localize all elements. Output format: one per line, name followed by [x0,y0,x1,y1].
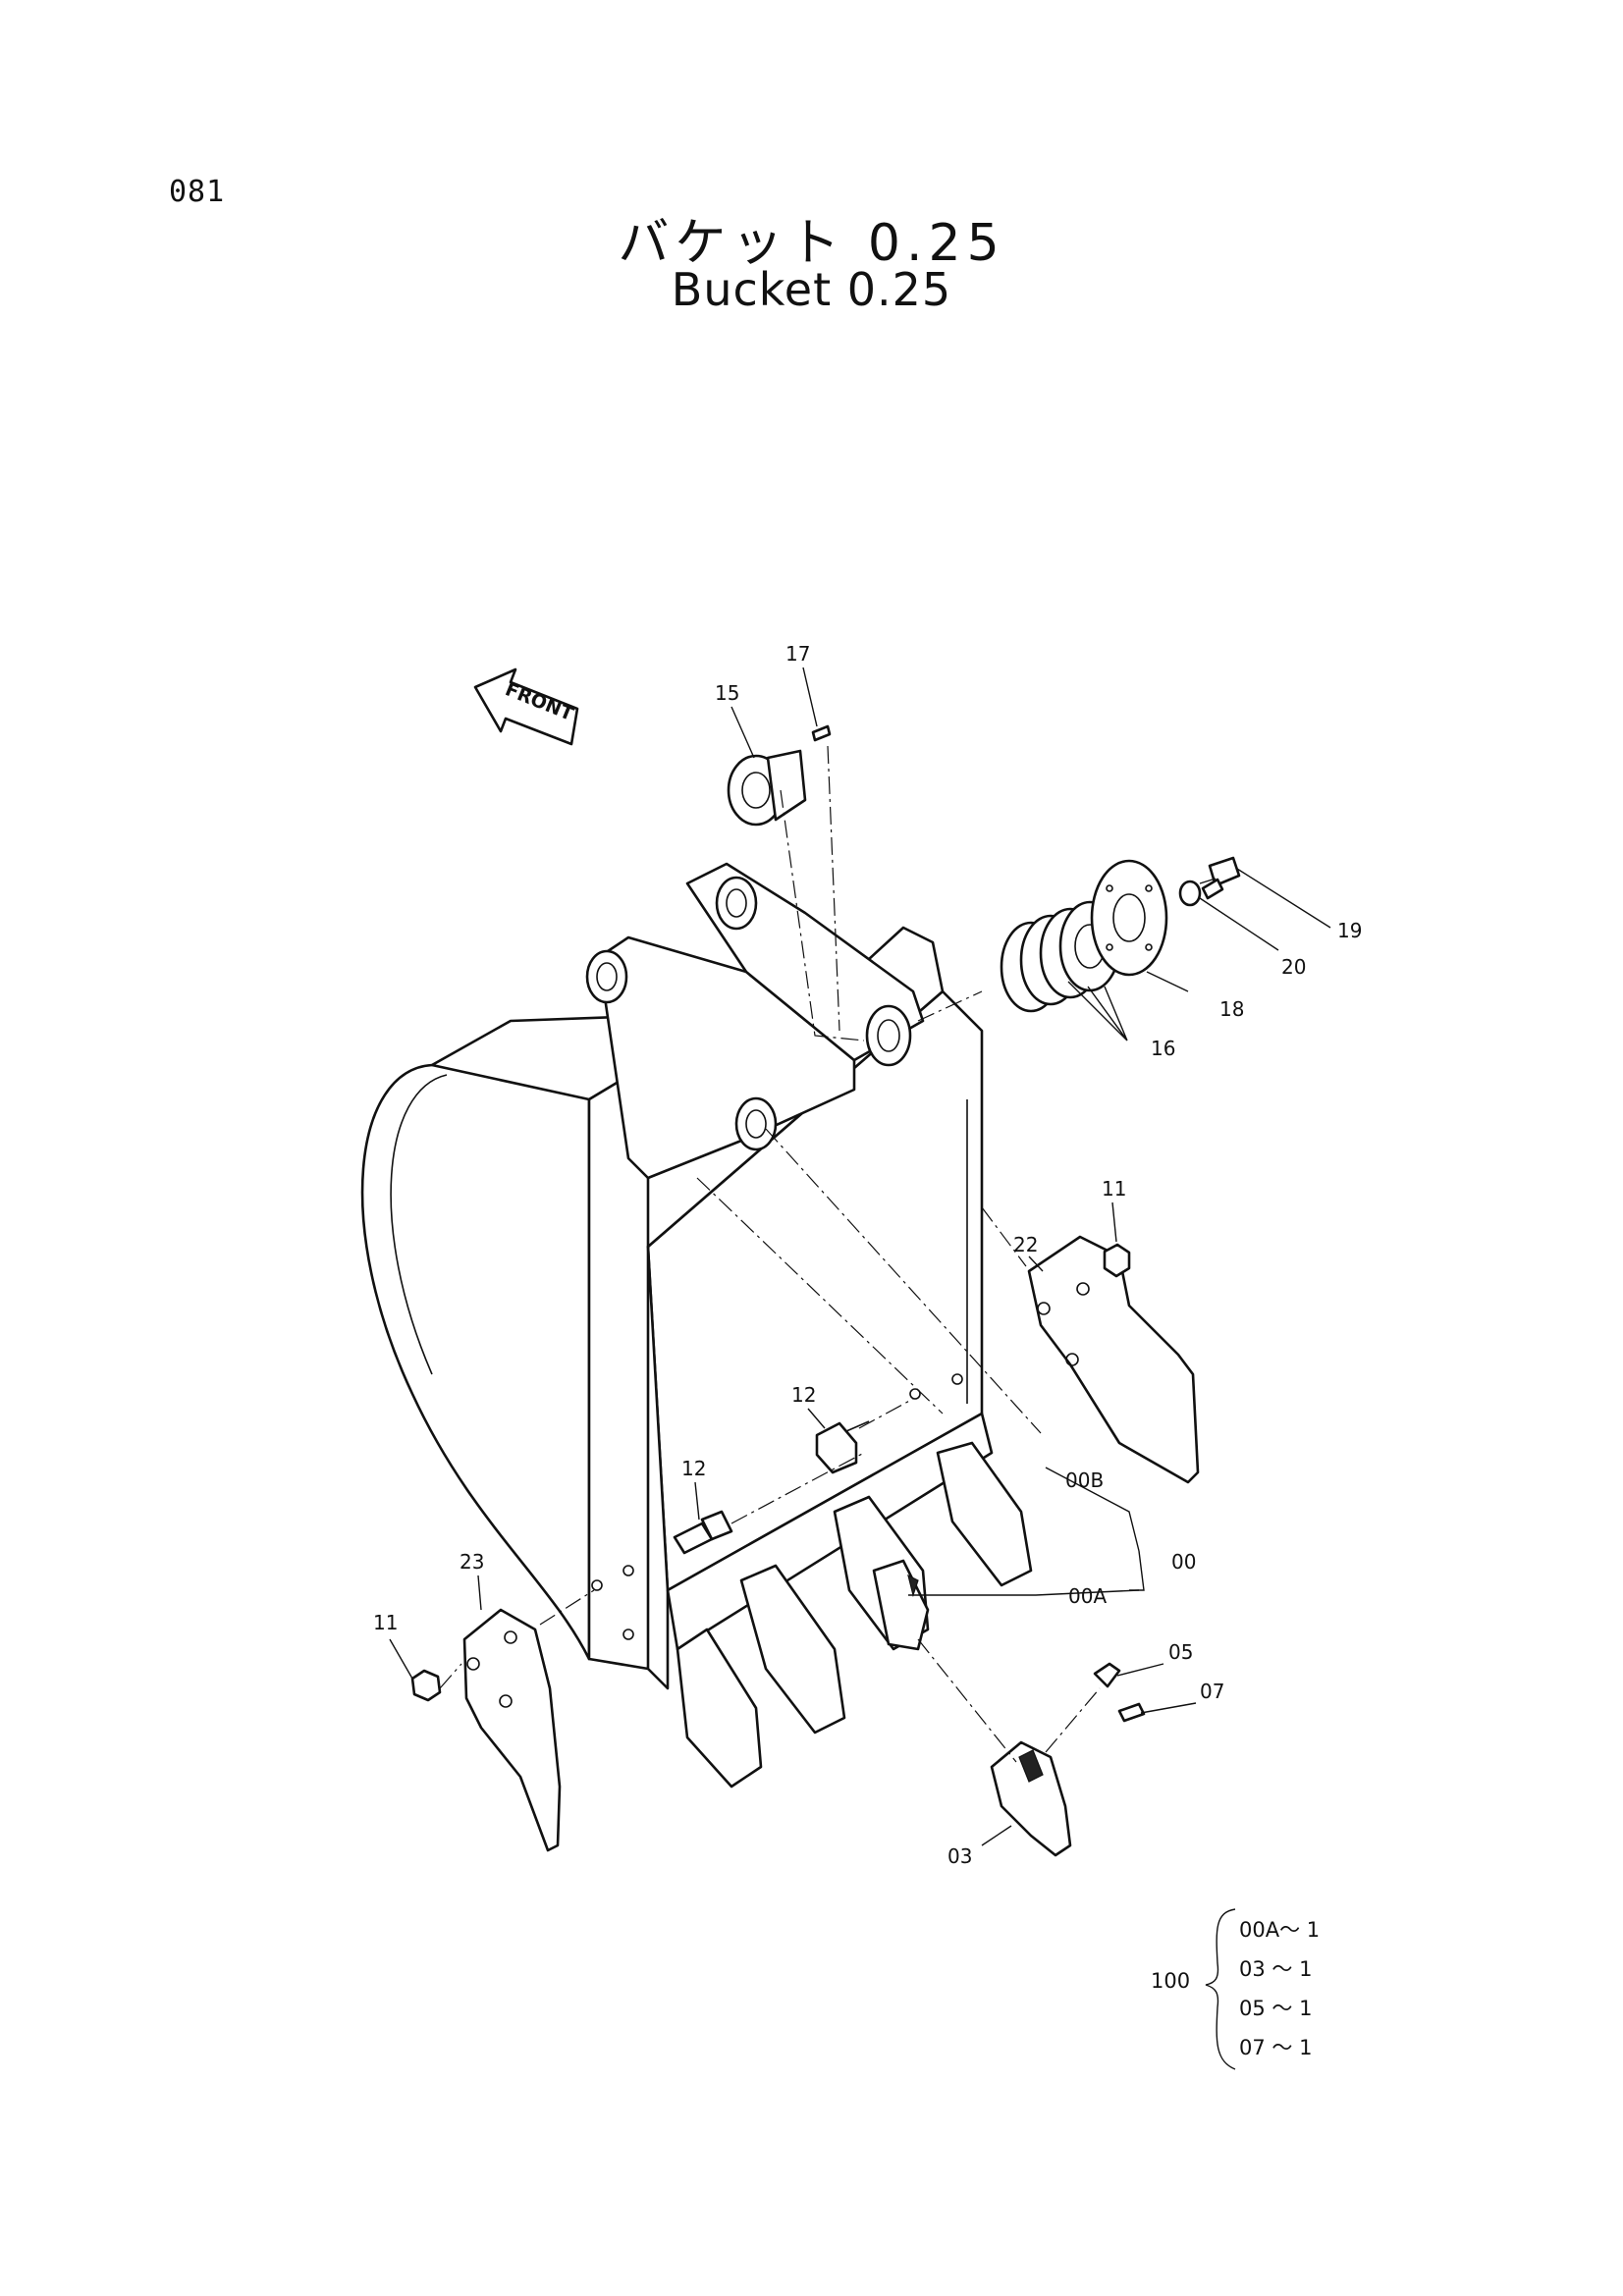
centerline-15 [780,789,865,1041]
bolt-12-lower [673,1510,733,1555]
pin-15 [727,749,807,827]
callout-23: 23 [460,1550,484,1574]
centerline-12-lower [730,1452,865,1524]
callout-16: 16 [1151,1037,1175,1060]
front-arrow-icon: FRONT [473,667,579,746]
callout-18: 18 [1219,997,1244,1021]
kit-brace [1205,1908,1236,2070]
nut-11-left [410,1669,442,1702]
bolt-19 [1201,856,1241,900]
kit-line-1: 00A～ 1 [1239,1918,1320,1942]
centerline-22 [981,1206,1027,1267]
nut-11-right [1103,1243,1131,1278]
pin-07 [1117,1702,1146,1723]
kit-label: 100 [1151,1969,1190,1993]
washer-20 [1178,880,1202,907]
callout-22: 22 [1013,1233,1038,1256]
callout-20: 20 [1281,955,1306,979]
tooth-03 [990,1740,1072,1857]
centerline-00b-2 [696,1177,944,1415]
leader-lines [389,667,1331,1846]
kit-table: 100 00A～ 1 03 ～ 1 05 ～ 1 07 ～ 1 [1151,1908,1320,2070]
side-cutter-23 [462,1608,562,1852]
kit-line-4: 07 ～ 1 [1239,2036,1312,2059]
callout-11-left: 11 [373,1611,398,1634]
callout-00: 00 [1171,1550,1196,1574]
callout-19: 19 [1337,919,1362,942]
pin-17 [811,724,832,742]
centerline-00b [765,1128,1042,1434]
callout-03: 03 [947,1844,972,1868]
callout-17: 17 [785,642,810,666]
bucket-teeth [676,1441,1033,1789]
page-number: 081 [169,175,226,209]
page-title-english: Bucket 0.25 [671,263,952,316]
callout-11-right: 11 [1102,1177,1126,1201]
plate-18 [1090,859,1168,977]
centerline-16 [917,990,983,1022]
kit-line-2: 03 ～ 1 [1239,1957,1312,1981]
page-title-japanese: バケット 0.25 [618,214,1005,273]
centerline-17 [827,745,840,1032]
callout-12-lower: 12 [681,1457,706,1480]
centerline-19 [1199,878,1217,884]
centerline-12-upper [858,1398,914,1429]
centerline-11-left [439,1663,462,1689]
centerline-03 [917,1638,1017,1763]
lock-05 [1093,1662,1121,1688]
bolt-12-upper [815,1420,870,1474]
callout-15: 15 [715,681,739,705]
callout-05: 05 [1168,1640,1193,1664]
kit-line-3: 05 ～ 1 [1239,1997,1312,2020]
callout-00a: 00A [1068,1584,1107,1608]
centerline-05 [1045,1687,1101,1753]
callout-12-upper: 12 [791,1383,816,1407]
callout-00b: 00B [1065,1468,1104,1492]
callout-07: 07 [1200,1680,1224,1703]
centerline-23 [539,1589,595,1626]
